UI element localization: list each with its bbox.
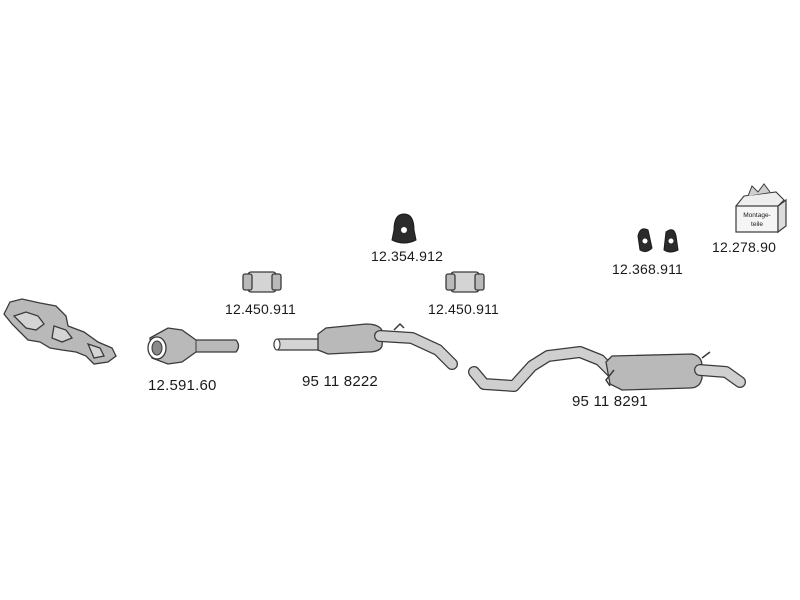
catalyst-part-number: 12.591.60 [148,377,217,394]
rubber-mount-pair-icon [637,228,679,253]
mounting-kit-box-icon: Montage- teile [735,183,787,234]
rubber-mount-icon [391,213,417,244]
pipe-clamp-icon [242,271,282,293]
mounting-kit-part-number: 12.278.90 [712,239,777,255]
catalytic-converter-icon [147,327,240,365]
mounting-kit-box-text-line2: teile [751,221,763,228]
rubber-mount-1-part-number: 12.354.912 [371,248,444,264]
clamp-2-part-number: 12.450.911 [428,301,500,317]
rear-silencer-icon [468,346,746,392]
mounting-kit-box-text-line1: Montage- [743,212,770,219]
clamp-1-part-number: 12.450.911 [225,301,297,317]
front-silencer-part-number: 95 11 8222 [302,373,378,390]
exhaust-manifold-icon [3,298,117,365]
front-silencer-icon [273,322,458,370]
rubber-mount-2-part-number: 12.368.911 [612,261,684,277]
pipe-clamp-icon [445,271,485,293]
rear-silencer-part-number: 95 11 8291 [572,393,648,410]
